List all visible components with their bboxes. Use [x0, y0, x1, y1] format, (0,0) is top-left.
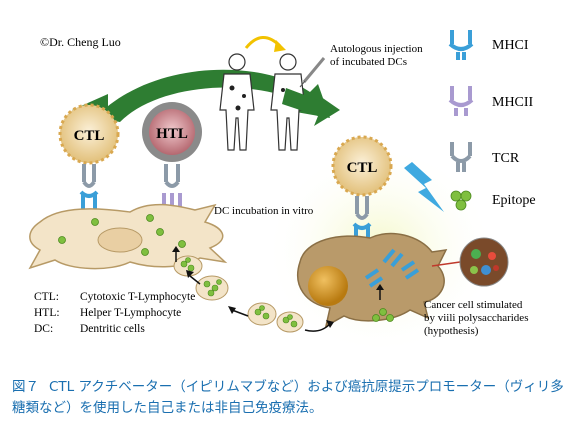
legend-label-tcr: TCR [492, 151, 520, 166]
epitope-clusters [173, 255, 304, 333]
injection-label-1: Autologous injection [330, 43, 423, 55]
process-arrows [175, 252, 381, 332]
abbr-ctl-full: Cytotoxic T-Lymphocyte [80, 291, 195, 303]
mhci-icon [448, 30, 474, 60]
legend: MHCI MHCII TCR Epitope [448, 30, 536, 211]
transfer-arrow-head [274, 40, 286, 52]
lightning-icon [404, 162, 444, 212]
legend-label-mhci: MHCI [492, 38, 529, 53]
cancer-label-1: Cancer cell stimulated [424, 299, 523, 311]
legend-label-mhcii: MHCII [492, 95, 534, 110]
cancer-label-3: (hypothesis) [424, 325, 479, 337]
human-figure-left [219, 53, 255, 151]
cancer-nucleus [308, 266, 348, 306]
copyright-text: ©Dr. Cheng Luo [40, 35, 121, 49]
dc-epitopes [58, 214, 186, 256]
legend-label-epitope: Epitope [492, 193, 536, 208]
caption-text: CTL アクチベーター（イピリムマブなど）および癌抗原提示プロモーター（ヴィリ多… [12, 379, 564, 416]
dc-incubation-label: DC incubation in vitro [214, 205, 314, 217]
transfer-arrow [244, 36, 282, 49]
cancer-epitopes [372, 308, 394, 322]
cancer-mhci [364, 248, 420, 288]
abbr-htl-full: Helper T-Lymphocyte [80, 307, 181, 319]
dendritic-nucleus [97, 227, 143, 253]
abbr-ctl: CTL: [34, 291, 59, 303]
abbr-htl: HTL: [34, 307, 60, 319]
htl-label: HTL [156, 126, 188, 142]
tcr-mhci-left [79, 164, 99, 210]
abbr-dc: DC: [34, 323, 53, 335]
ctl-cell-left: CTL [58, 103, 120, 165]
immunotherapy-diagram: ©Dr. Cheng Luo Autologous injection of i… [28, 30, 536, 355]
return-arrow [95, 69, 330, 122]
tcr-icon [450, 142, 472, 172]
cancer-label-2: by viili polysaccharides [424, 312, 528, 324]
syringe-icon [299, 57, 326, 88]
injection-arrow [282, 88, 340, 126]
ctl-cell-right: CTL [331, 135, 393, 197]
abbreviation-list: CTL: Cytotoxic T-Lymphocyte HTL: Helper … [34, 291, 195, 335]
injection-label-2: of incubated DCs [330, 56, 407, 68]
ctl-left-label: CTL [74, 128, 105, 144]
process-arrow-heads [172, 246, 384, 328]
abbr-dc-full: Dentritic cells [80, 323, 145, 335]
villi-inset [459, 237, 509, 287]
epitope-icon [450, 190, 472, 211]
mhcii-icon [448, 86, 474, 116]
inset-pointer [431, 261, 461, 267]
htl-cell: HTL [142, 102, 202, 162]
ctl-right-label: CTL [347, 160, 378, 176]
figure-number: 図７ [12, 379, 39, 395]
